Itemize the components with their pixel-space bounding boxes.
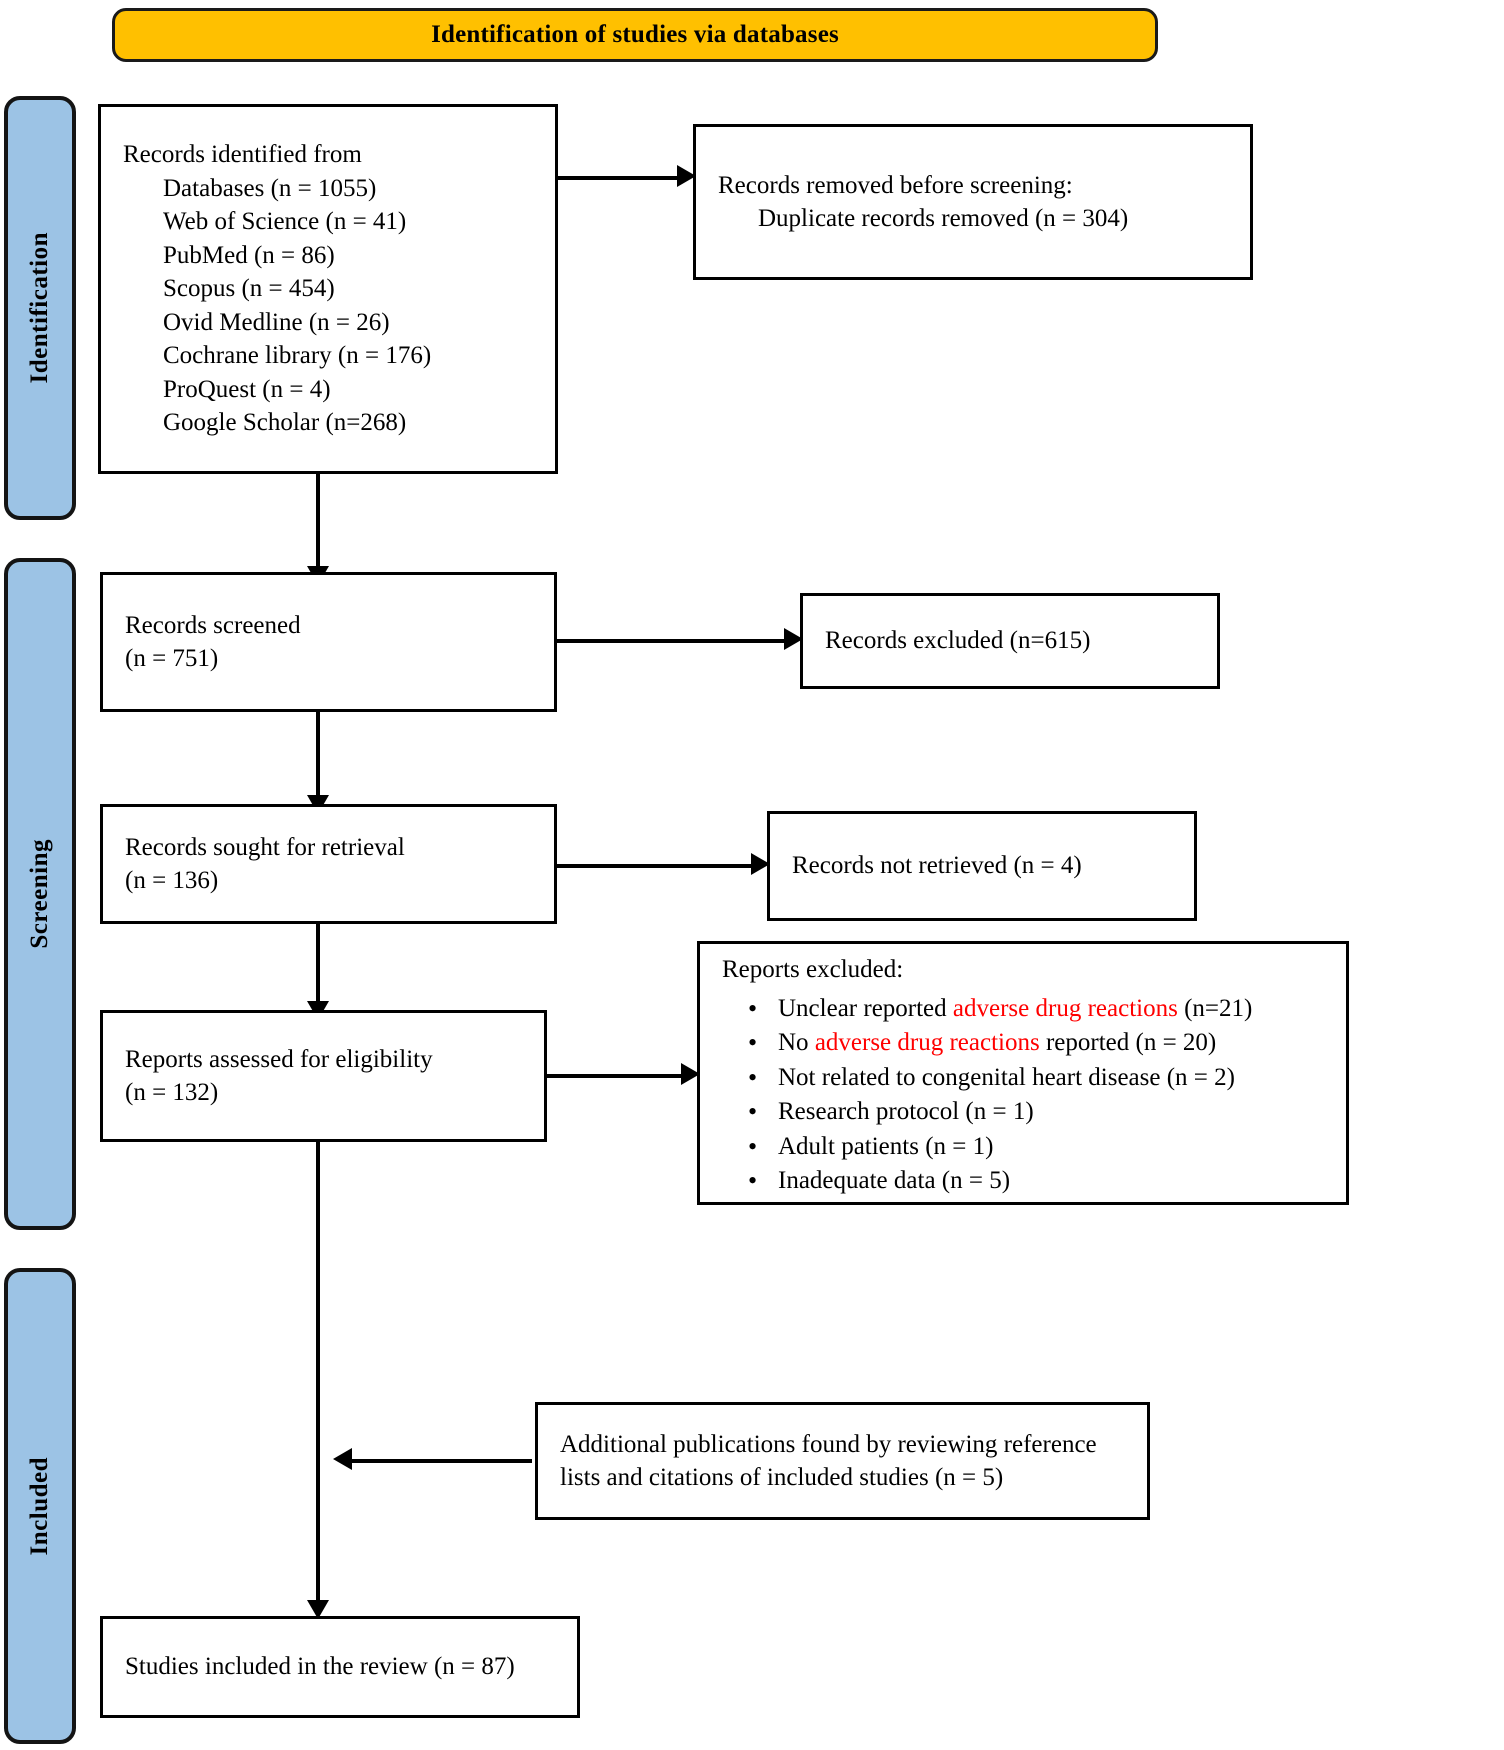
box-reports-assessed: Reports assessed for eligibility (n = 13… (100, 1010, 547, 1142)
arrowhead-additional-to-main (333, 1448, 352, 1470)
item-5-pre: Inadequate data (n = 5) (778, 1167, 1011, 1195)
stage-label-included: Included (26, 1456, 53, 1556)
connector-identified-to-removed (558, 176, 679, 180)
box-records-excluded: Records excluded (n=615) (800, 593, 1220, 689)
source-ovid-medline: Ovid Medline (n = 26) (163, 308, 390, 336)
connector-additional-to-main (352, 1459, 532, 1463)
reports-excluded-item-2: Not related to congenital heart disease … (722, 1061, 1324, 1095)
connector-assessed-to-included (316, 1142, 320, 1608)
source-web-of-science: Web of Science (n = 41) (163, 208, 407, 236)
arrowhead-screened-to-excluded (784, 628, 803, 650)
stage-bar-included: Included (4, 1268, 76, 1744)
item-0-post: (n=21) (1177, 994, 1253, 1022)
records-excluded-label: Records excluded (n=615) (825, 627, 1091, 655)
connector-screened-to-sought (316, 712, 320, 800)
source-scopus: Scopus (n = 454) (163, 275, 335, 303)
additional-publications-line-1: Additional publications found by reviewi… (560, 1430, 1097, 1458)
connector-screened-to-excluded (557, 639, 786, 643)
source-databases: Databases (n = 1055) (163, 174, 377, 202)
studies-included-label: Studies included in the review (n = 87) (125, 1653, 515, 1681)
reports-excluded-item-0: Unclear reported adverse drug reactions … (722, 992, 1324, 1026)
source-proquest: ProQuest (n = 4) (163, 375, 331, 403)
stage-bar-screening: Screening (4, 558, 76, 1230)
records-not-retrieved-label: Records not retrieved (n = 4) (792, 852, 1082, 880)
box-studies-included: Studies included in the review (n = 87) (100, 1616, 580, 1718)
item-0-highlight: adverse drug reactions (952, 994, 1178, 1022)
connector-assessed-to-reports-excluded (547, 1074, 683, 1078)
box-records-screened: Records screened (n = 751) (100, 572, 557, 712)
records-identified-heading: Records identified from (123, 141, 362, 169)
box-records-identified: Records identified from Databases (n = 1… (98, 104, 558, 474)
stage-label-identification: Identification (26, 232, 53, 384)
box-reports-excluded: Reports excluded: Unclear reported adver… (697, 941, 1349, 1205)
box-records-not-retrieved: Records not retrieved (n = 4) (767, 811, 1197, 921)
banner-identification-via-databases: Identification of studies via databases (112, 8, 1158, 62)
item-1-post: reported (n = 20) (1039, 1029, 1217, 1057)
source-pubmed: PubMed (n = 86) (163, 241, 335, 269)
stage-label-screening: Screening (26, 839, 53, 949)
arrowhead-sought-to-not-retrieved (751, 853, 770, 875)
source-cochrane-library: Cochrane library (n = 176) (163, 342, 432, 370)
item-2-pre: Not related to congenital heart disease … (778, 1063, 1235, 1091)
item-4-pre: Adult patients (n = 1) (778, 1132, 994, 1160)
item-3-pre: Research protocol (n = 1) (778, 1098, 1034, 1126)
connector-sought-to-not-retrieved (557, 864, 753, 868)
box-additional-publications: Additional publications found by reviewi… (535, 1402, 1150, 1520)
arrowhead-assessed-to-included (307, 1600, 329, 1619)
item-1-pre: No (778, 1029, 815, 1057)
records-screened-count: (n = 751) (125, 645, 219, 672)
records-sought-label: Records sought for retrieval (125, 833, 405, 861)
reports-excluded-item-1: No adverse drug reactions reported (n = … (722, 1026, 1324, 1060)
connector-identified-to-screened (316, 474, 320, 571)
records-removed-heading: Records removed before screening: (718, 171, 1073, 199)
records-sought-count: (n = 136) (125, 867, 219, 894)
source-google-scholar: Google Scholar (n=268) (163, 409, 407, 437)
reports-assessed-label: Reports assessed for eligibility (125, 1045, 433, 1073)
box-records-removed: Records removed before screening: Duplic… (693, 124, 1253, 280)
additional-publications-line-2: lists and citations of included studies … (560, 1464, 1004, 1491)
duplicate-records-removed: Duplicate records removed (n = 304) (758, 205, 1129, 232)
arrowhead-identified-to-removed (677, 165, 696, 187)
reports-assessed-count: (n = 132) (125, 1079, 219, 1106)
box-records-sought-for-retrieval: Records sought for retrieval (n = 136) (100, 804, 557, 924)
banner-title: Identification of studies via databases (431, 21, 839, 48)
connector-sought-to-assessed (316, 924, 320, 1006)
reports-excluded-list: Unclear reported adverse drug reactions … (722, 992, 1324, 1199)
item-1-highlight: adverse drug reactions (814, 1029, 1040, 1057)
records-screened-label: Records screened (125, 611, 301, 639)
arrowhead-assessed-to-reports-excluded (681, 1063, 700, 1085)
item-0-pre: Unclear reported (778, 994, 953, 1022)
stage-bar-identification: Identification (4, 96, 76, 520)
reports-excluded-item-5: Inadequate data (n = 5) (722, 1164, 1324, 1198)
reports-excluded-heading: Reports excluded: (722, 956, 904, 984)
reports-excluded-item-4: Adult patients (n = 1) (722, 1130, 1324, 1164)
reports-excluded-item-3: Research protocol (n = 1) (722, 1095, 1324, 1129)
